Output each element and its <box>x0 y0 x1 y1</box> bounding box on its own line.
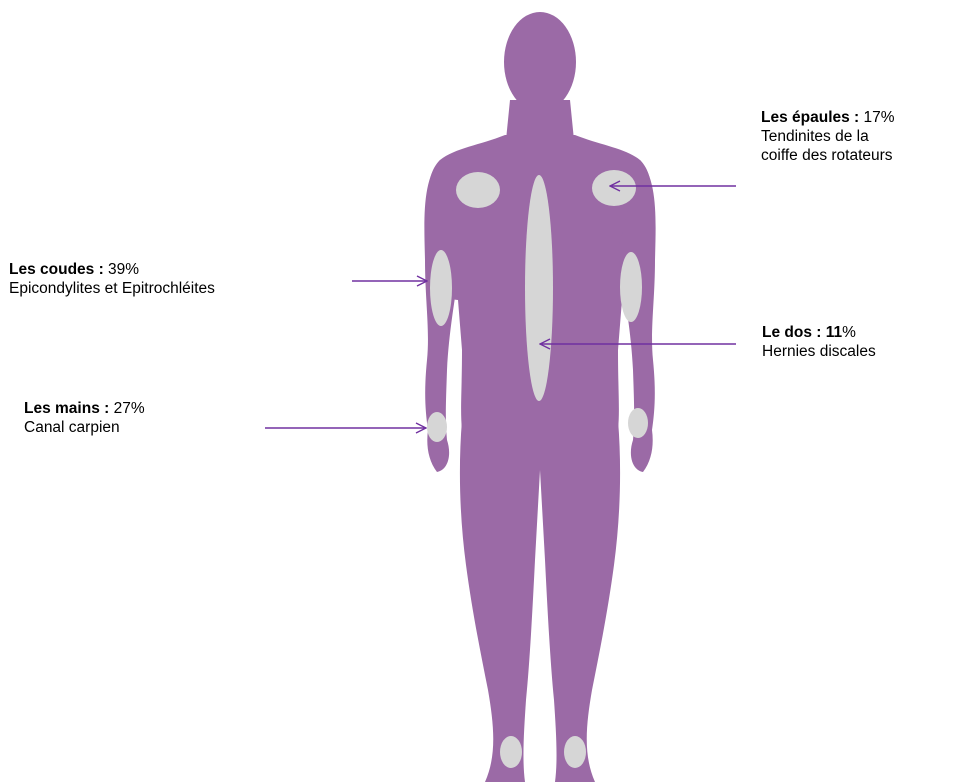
hotspot-left-ankle <box>500 736 522 768</box>
hotspot-right-ankle <box>564 736 586 768</box>
label-dos: Le dos : 11% Hernies discales <box>762 323 876 361</box>
mains-description-line-1: Canal carpien <box>24 418 145 437</box>
hotspot-spine <box>525 175 553 401</box>
hotspot-left-shoulder <box>456 172 500 208</box>
hotspot-right-wrist <box>628 408 648 438</box>
epaules-title: Les épaules : <box>761 109 859 126</box>
mains-percent: 27% <box>109 400 144 417</box>
label-epaules: Les épaules : 17% Tendinites de la coiff… <box>761 108 895 165</box>
coudes-percent: 39% <box>104 261 139 278</box>
mains-title: Les mains : <box>24 400 109 417</box>
dos-description-line-1: Hernies discales <box>762 342 876 361</box>
label-coudes: Les coudes : 39% Epicondylites et Epitro… <box>9 260 215 298</box>
right-leg <box>540 420 620 782</box>
coudes-title: Les coudes : <box>9 261 104 278</box>
hotspot-right-shoulder <box>592 170 636 206</box>
left-leg <box>460 420 540 782</box>
hotspot-left-wrist <box>427 412 447 442</box>
epaules-description-line-2: coiffe des rotateurs <box>761 146 895 165</box>
hotspot-left-elbow <box>430 250 452 326</box>
epaules-percent: 17% <box>859 109 894 126</box>
dos-percent-number: 11 <box>821 324 842 341</box>
dos-title: Le dos : <box>762 324 821 341</box>
epaules-description-line-1: Tendinites de la <box>761 127 895 146</box>
label-mains: Les mains : 27% Canal carpien <box>24 399 145 437</box>
dos-percent-sign: % <box>842 324 856 341</box>
hotspot-right-elbow <box>620 252 642 322</box>
coudes-description-line-1: Epicondylites et Epitrochléites <box>9 279 215 298</box>
head <box>504 12 576 112</box>
